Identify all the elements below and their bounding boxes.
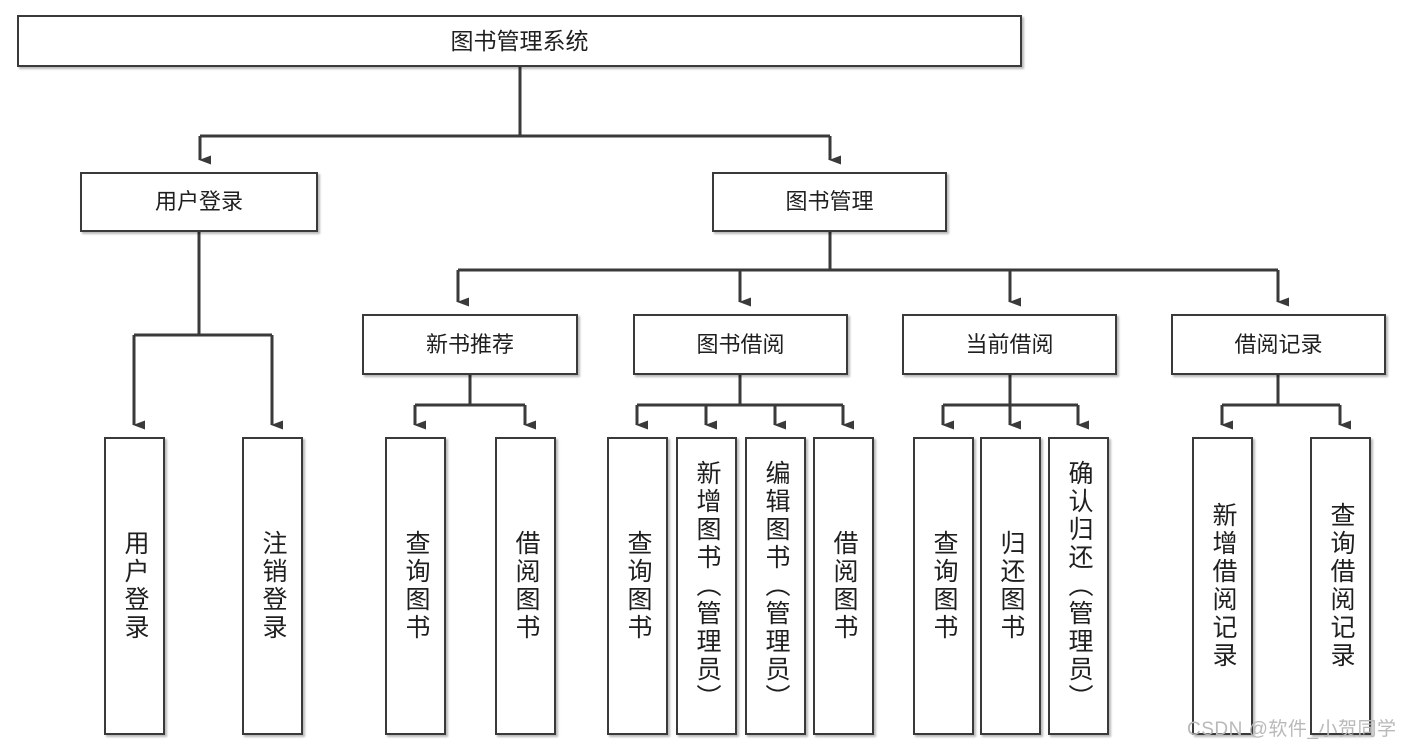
node-current-borrow-label: 当前借阅 [965, 331, 1054, 357]
node-book-borrow-label: 图书借阅 [696, 331, 785, 357]
node-leaf-borrow-book-2[interactable]: 借阅图书 [813, 437, 874, 735]
node-borrow-record[interactable]: 借阅记录 [1171, 314, 1386, 375]
node-book-manage[interactable]: 图书管理 [712, 172, 947, 232]
node-leaf-edit-book-label: 编辑图书（管理员） [762, 460, 790, 712]
node-leaf-return-book-label: 归还图书 [997, 530, 1025, 642]
csdn-watermark: CSDN @软件_小贺同学 [1187, 719, 1397, 740]
node-leaf-edit-book[interactable]: 编辑图书（管理员） [745, 437, 806, 735]
node-book-borrow[interactable]: 图书借阅 [633, 314, 848, 375]
node-new-book-recommend[interactable]: 新书推荐 [362, 314, 578, 375]
node-borrow-record-label: 借阅记录 [1234, 331, 1323, 357]
node-leaf-user-login-label: 用户登录 [121, 530, 149, 642]
node-leaf-confirm-return-label: 确认归还（管理员） [1065, 460, 1093, 712]
node-leaf-add-book-label: 新增图书（管理员） [693, 460, 721, 712]
node-root-label: 图书管理系统 [450, 27, 589, 54]
node-book-manage-label: 图书管理 [785, 189, 874, 215]
node-leaf-borrow-book-2-label: 借阅图书 [830, 530, 858, 642]
node-leaf-add-record[interactable]: 新增借阅记录 [1192, 437, 1253, 735]
node-leaf-borrow-book-1-label: 借阅图书 [512, 530, 540, 642]
node-leaf-return-book[interactable]: 归还图书 [980, 437, 1041, 735]
node-leaf-query-book-3-label: 查询图书 [930, 530, 958, 642]
node-leaf-query-record[interactable]: 查询借阅记录 [1310, 437, 1371, 735]
node-leaf-user-logout[interactable]: 注销登录 [242, 437, 303, 735]
node-leaf-borrow-book-1[interactable]: 借阅图书 [495, 437, 556, 735]
node-current-borrow[interactable]: 当前借阅 [902, 314, 1117, 375]
node-leaf-query-book-3[interactable]: 查询图书 [913, 437, 974, 735]
node-leaf-user-logout-label: 注销登录 [259, 530, 287, 642]
node-leaf-confirm-return[interactable]: 确认归还（管理员） [1048, 437, 1109, 735]
node-leaf-query-record-label: 查询借阅记录 [1327, 502, 1355, 670]
node-leaf-user-login[interactable]: 用户登录 [104, 437, 165, 735]
node-leaf-add-book[interactable]: 新增图书（管理员） [676, 437, 737, 735]
node-user-login[interactable]: 用户登录 [80, 172, 318, 232]
node-user-login-label: 用户登录 [154, 189, 243, 215]
node-leaf-query-book-2-label: 查询图书 [624, 530, 652, 642]
node-leaf-query-book-1-label: 查询图书 [402, 530, 430, 642]
node-leaf-add-record-label: 新增借阅记录 [1209, 502, 1237, 670]
node-leaf-query-book-1[interactable]: 查询图书 [385, 437, 446, 735]
node-new-book-recommend-label: 新书推荐 [425, 331, 514, 357]
node-leaf-query-book-2[interactable]: 查询图书 [607, 437, 668, 735]
node-root[interactable]: 图书管理系统 [17, 15, 1022, 67]
